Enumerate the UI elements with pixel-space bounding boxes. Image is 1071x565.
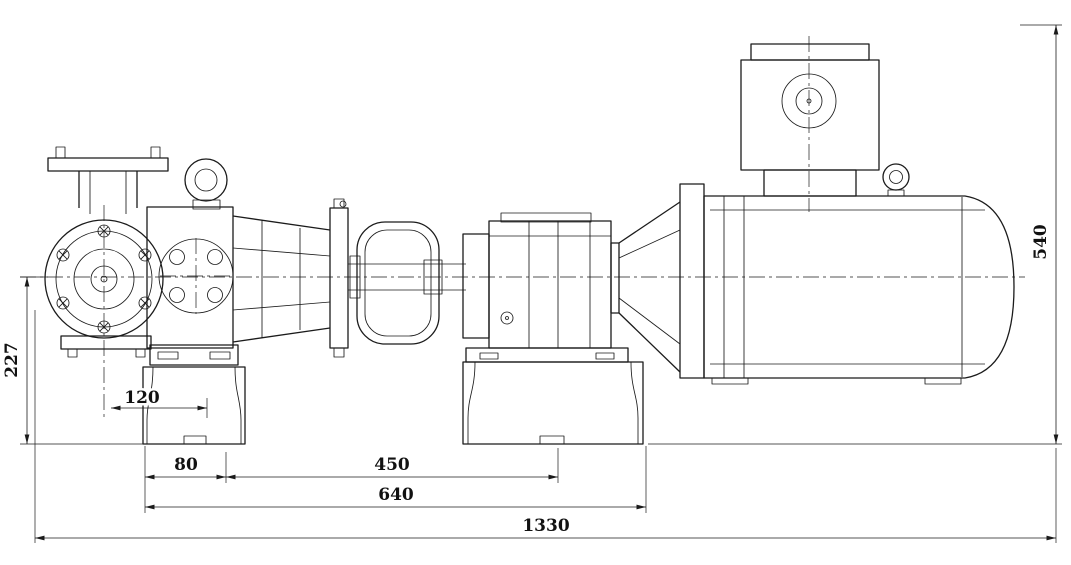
pump-suction-flange [47,146,169,214]
bearing-bracket [232,198,349,358]
centerlines [20,36,1025,420]
dim-baseplate-length: 640 [145,446,647,513]
dim-label-640: 640 [378,485,414,505]
dim-label-1330: 1330 [522,516,569,536]
dim-pump-center-offset: 120 [111,386,208,418]
pump-volute [44,219,164,339]
motor-adapter-bell [618,183,705,379]
gearbox [462,212,629,363]
pump-lifting-eye [184,158,228,210]
pump-pedestal [142,344,246,445]
dim-overall-height: 540 [648,24,1062,445]
dim-label-450: 450 [374,455,410,475]
dim-label-120: 120 [124,388,160,408]
motor-body [703,195,1015,385]
dim-label-540: 540 [1031,224,1051,260]
pump-bottom-flange [60,335,152,358]
dim-label-80: 80 [174,455,198,475]
motor-terminal-box [740,43,880,197]
dim-label-227: 227 [2,342,22,378]
dim-pump-axis-height: 227 [0,276,143,445]
dim-overall-length: 1330 [34,310,1057,543]
dim-pedestal-span: 450 [226,448,559,483]
pump-bearing-housing [146,206,234,349]
dim-pedestal-front-spacing: 80 [144,446,227,513]
coupling-guard [348,221,466,345]
gearbox-pedestal [462,361,644,445]
motor-lifting-eye [882,163,910,197]
